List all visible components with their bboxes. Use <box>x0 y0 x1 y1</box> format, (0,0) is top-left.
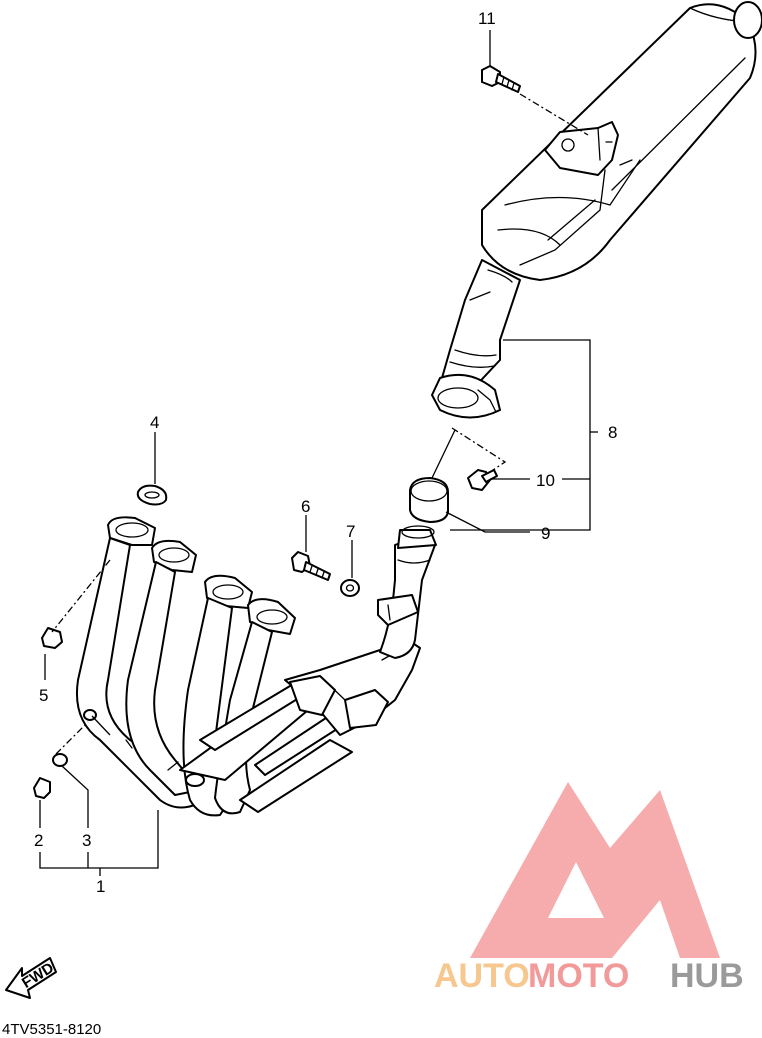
damper-part-3 <box>52 709 97 767</box>
nut-part-5 <box>41 627 63 649</box>
callout-8: 8 <box>608 423 617 442</box>
callout-4: 4 <box>150 413 159 432</box>
triangle-m-logo-icon <box>470 782 720 958</box>
callout-2: 2 <box>34 831 43 850</box>
diagram-code: 4TV5351-8120 <box>2 1021 101 1038</box>
exhaust-pipe-assembly-part-1 <box>76 516 437 817</box>
bolt-part-11 <box>481 65 521 93</box>
callout-11: 11 <box>478 9 496 28</box>
callout-6: 6 <box>301 497 310 516</box>
bolt-part-2 <box>33 777 51 799</box>
callout-7: 7 <box>346 522 355 541</box>
callout-5: 5 <box>39 686 48 705</box>
bolt-part-6 <box>291 551 331 581</box>
callout-1: 1 <box>96 877 105 896</box>
bolt-part-10 <box>467 469 498 491</box>
callout-9: 9 <box>541 524 550 543</box>
muffler-assembly <box>431 1 762 419</box>
gasket-part-9 <box>409 477 449 523</box>
gasket-part-4 <box>136 484 168 506</box>
callout-3: 3 <box>82 831 91 850</box>
watermark-brand-moto: MOTO <box>528 957 629 995</box>
fwd-arrow-icon: FWD <box>5 957 57 999</box>
watermark-brand-hub: HUB <box>670 957 744 995</box>
callout-10: 10 <box>536 471 555 490</box>
watermark-text: AUTO MOTO HUB <box>434 957 744 995</box>
leader-lines <box>39 30 598 876</box>
watermark-logo <box>470 782 720 958</box>
watermark-brand-auto: AUTO <box>434 957 530 995</box>
washer-part-7 <box>340 579 360 597</box>
